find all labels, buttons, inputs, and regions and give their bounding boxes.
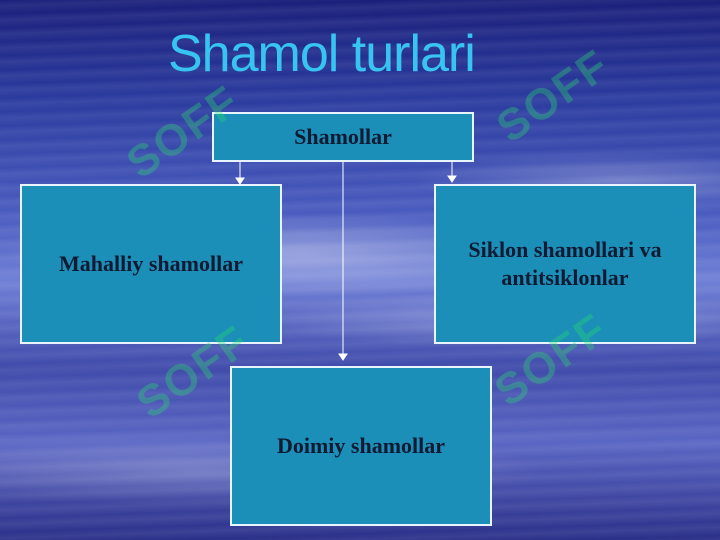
box-mahalliy-shamollar: Mahalliy shamollar xyxy=(20,184,282,344)
box-mahalliy-label: Mahalliy shamollar xyxy=(59,251,243,276)
arrowhead-right xyxy=(447,175,457,183)
box-siklon-shamollari: Siklon shamollari va antitsiklonlar xyxy=(434,184,696,344)
box-shamollar: Shamollar xyxy=(212,112,474,162)
arrowhead-left xyxy=(235,177,245,185)
box-doimiy-label: Doimiy shamollar xyxy=(276,433,446,458)
arrowhead-bottom xyxy=(338,353,348,361)
box-shamollar-label: Shamollar xyxy=(294,124,392,149)
box-doimiy-shamollar: Doimiy shamollar xyxy=(230,366,492,526)
box-siklon-label: Siklon shamollari va antitsiklonlar xyxy=(468,237,662,290)
slide-title: Shamol turlari xyxy=(168,25,476,83)
